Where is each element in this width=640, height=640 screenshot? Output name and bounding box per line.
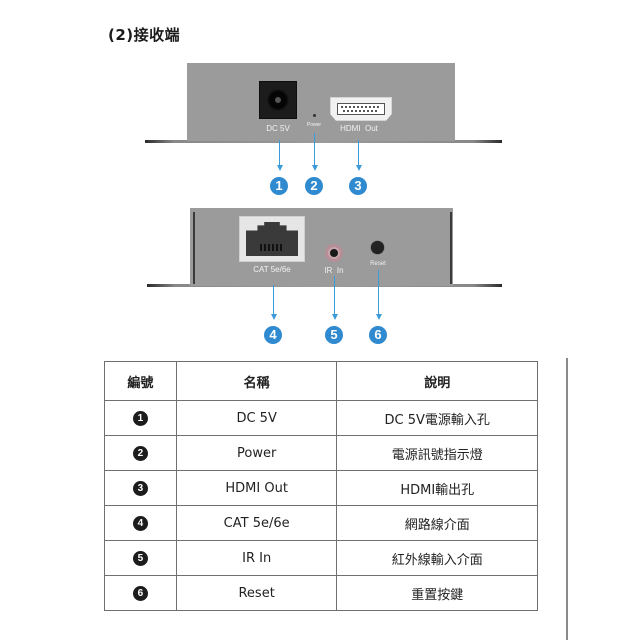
row-description: DC 5V電源輸入孔 (336, 400, 538, 436)
callout-badge-3: 3 (349, 177, 367, 195)
arrow-down-icon (277, 165, 283, 171)
callout-badge-4: 4 (264, 326, 282, 344)
table-row: 3 HDMI Out HDMI輸出孔 (104, 470, 538, 506)
row-number-cell: 1 (104, 400, 177, 436)
row-description: HDMI輸出孔 (336, 470, 538, 506)
table-row: 5 IR In 紅外線輸入介面 (104, 540, 538, 576)
row-number-badge: 5 (132, 551, 148, 566)
arrow-down-icon (271, 314, 277, 320)
callout-badge-5: 5 (325, 326, 343, 344)
dc-jack-hole (267, 89, 289, 111)
callout-line-5 (334, 276, 335, 314)
row-name: CAT 5e/6e (175, 505, 338, 541)
header-number: 編號 (104, 361, 177, 401)
row-description: 網路線介面 (336, 505, 538, 541)
row-name: Reset (175, 575, 338, 611)
port-label-ir: IR In (324, 266, 344, 275)
rj45-port (239, 216, 305, 262)
device-edge (193, 212, 195, 284)
dc-jack-pin (275, 97, 281, 103)
row-number-cell: 6 (104, 575, 177, 611)
dc-power-jack (259, 81, 297, 119)
ir-jack-hole (328, 247, 340, 259)
table-row: 4 CAT 5e/6e 網路線介面 (104, 505, 538, 541)
arrow-down-icon (312, 165, 318, 171)
page-divider-line (566, 358, 568, 640)
row-number-cell: 2 (104, 435, 177, 471)
callout-line-4 (273, 285, 274, 314)
table-row: 1 DC 5V DC 5V電源輸入孔 (104, 400, 538, 436)
row-description: 紅外線輸入介面 (336, 540, 538, 576)
table-row: 2 Power 電源訊號指示燈 (104, 435, 538, 471)
row-number-badge: 6 (132, 586, 148, 601)
callout-badge-1: 1 (270, 177, 288, 195)
device-body (187, 63, 455, 141)
row-number-badge: 2 (132, 446, 148, 461)
row-name: IR In (175, 540, 338, 576)
arrow-down-icon (332, 314, 338, 320)
power-led-icon (313, 114, 316, 117)
row-number-cell: 4 (104, 505, 177, 541)
row-name: HDMI Out (175, 470, 338, 506)
row-description: 電源訊號指示燈 (336, 435, 538, 471)
row-number-badge: 1 (132, 411, 148, 426)
row-number-cell: 3 (104, 470, 177, 506)
row-number-badge: 3 (132, 481, 148, 496)
callout-line-1 (279, 140, 280, 165)
callout-line-3 (358, 140, 359, 165)
row-description: 重置按鍵 (336, 575, 538, 611)
table-header-row: 編號 名稱 說明 (104, 361, 538, 401)
port-label-dc: DC 5V (266, 124, 290, 133)
device-body (190, 208, 453, 286)
row-number-badge: 4 (132, 516, 148, 531)
port-label-hdmi: HDMI Out (340, 124, 378, 133)
hdmi-port-inner (337, 103, 385, 115)
rj45-pins (260, 244, 284, 251)
rj45-socket (246, 222, 298, 256)
hdmi-pins (343, 110, 379, 112)
arrow-down-icon (376, 314, 382, 320)
callout-line-2 (314, 133, 315, 165)
table-row: 6 Reset 重置按鍵 (104, 575, 538, 611)
reset-button (371, 241, 384, 254)
section-title: (2)接收端 (108, 26, 181, 44)
arrow-down-icon (356, 165, 362, 171)
callout-badge-2: 2 (305, 177, 323, 195)
header-description: 說明 (336, 361, 538, 401)
port-label-cat: CAT 5e/6e (253, 265, 291, 274)
row-number-cell: 5 (104, 540, 177, 576)
callout-badge-6: 6 (369, 326, 387, 344)
callout-line-6 (378, 270, 379, 314)
header-name: 名稱 (175, 361, 338, 401)
port-spec-table: 編號 名稱 說明 1 DC 5V DC 5V電源輸入孔 2 Power 電源訊號… (104, 361, 538, 611)
device-edge (450, 212, 452, 284)
row-name: Power (175, 435, 338, 471)
hdmi-pins (341, 106, 381, 108)
hdmi-port (330, 97, 392, 121)
port-label-power: Power (306, 122, 322, 128)
mounting-flange (145, 140, 502, 143)
ir-input-jack (325, 244, 343, 262)
row-name: DC 5V (175, 400, 338, 436)
port-label-reset: Reset (370, 261, 386, 267)
